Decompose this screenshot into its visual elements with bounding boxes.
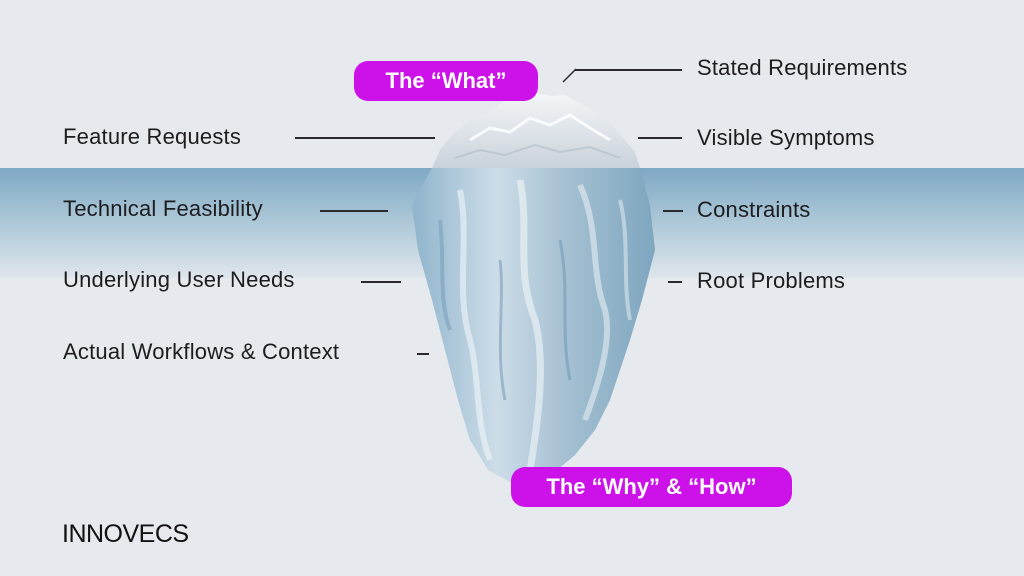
label-constraints: Constraints [697, 197, 811, 222]
connector-line [417, 353, 429, 355]
connector-line [668, 281, 682, 283]
label-technical-feasibility: Technical Feasibility [63, 196, 263, 221]
label-underlying-user-needs: Underlying User Needs [63, 267, 295, 292]
what-badge: The “What” [354, 61, 538, 101]
connector-line [663, 210, 683, 212]
connector-diagonal [562, 68, 577, 83]
label-visible-symptoms: Visible Symptoms [697, 125, 875, 150]
label-stated-requirements: Stated Requirements [697, 55, 908, 80]
connector-line [638, 137, 682, 139]
label-root-problems: Root Problems [697, 268, 846, 293]
label-actual-workflows: Actual Workflows & Context [63, 339, 340, 364]
brand-logo: INNOVECS [62, 520, 189, 548]
connector-line [320, 210, 388, 212]
connector-line [575, 69, 682, 71]
why-how-badge: The “Why” & “How” [511, 467, 792, 507]
label-feature-requests: Feature Requests [63, 124, 242, 149]
connector-line [361, 281, 401, 283]
connector-line [295, 137, 435, 139]
